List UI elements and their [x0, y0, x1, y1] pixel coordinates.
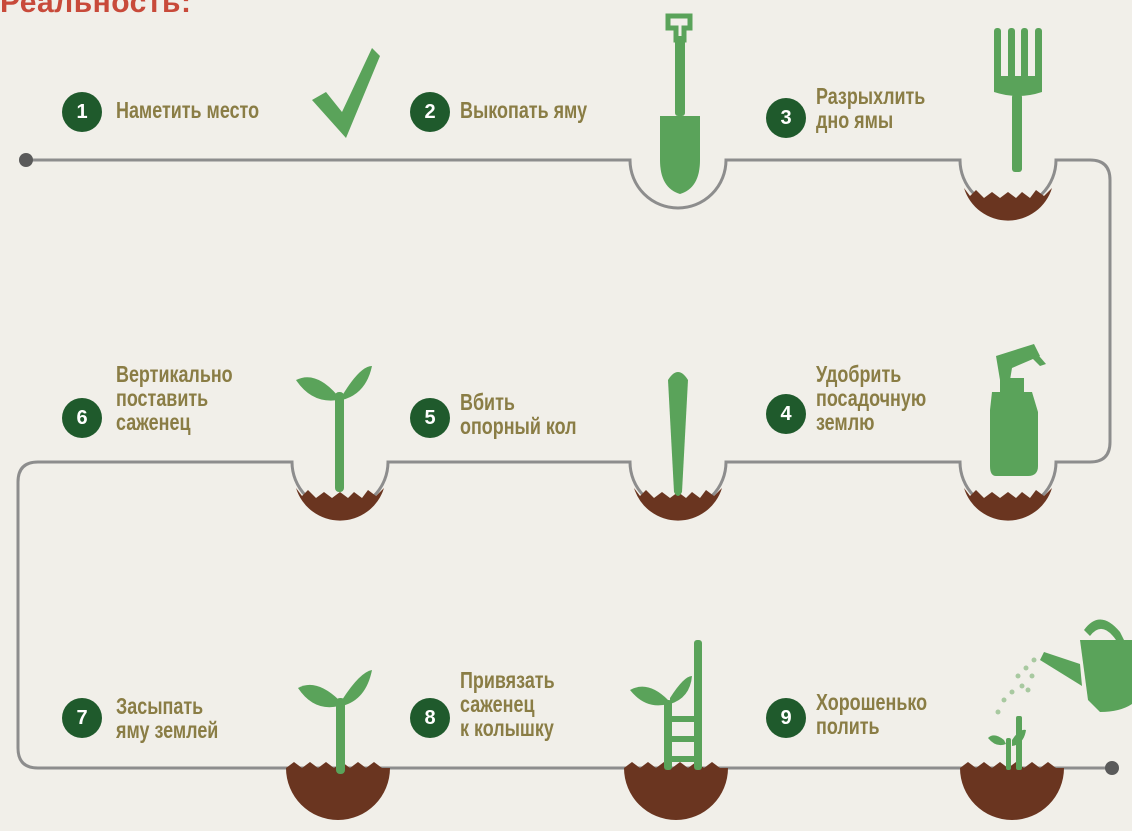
path-start-dot — [19, 153, 33, 167]
shovel-icon — [660, 16, 700, 194]
soil-4 — [964, 488, 1052, 521]
stake-icon — [668, 372, 688, 496]
step-1-label: Наметить место — [116, 98, 259, 122]
checkmark-icon — [312, 48, 380, 138]
step-9-number: 9 — [766, 698, 806, 738]
step-1-number: 1 — [62, 92, 102, 132]
spray-bottle-icon — [990, 344, 1046, 476]
watering-can-icon — [988, 619, 1132, 770]
step-2-label: Выкопать яму — [460, 98, 587, 122]
tied-seedling-icon — [630, 640, 702, 770]
path-end-dot — [1105, 761, 1119, 775]
soil-mounds — [286, 188, 1064, 820]
seedling-icon — [298, 670, 372, 774]
soil-3 — [964, 188, 1052, 221]
step-8-number: 8 — [410, 698, 450, 738]
step-6-number: 6 — [62, 398, 102, 438]
step-7-number: 7 — [62, 698, 102, 738]
pitchfork-icon — [994, 28, 1042, 172]
soil-8 — [624, 762, 728, 820]
step-5-number: 5 — [410, 398, 450, 438]
soil-9 — [960, 762, 1064, 820]
soil-6 — [296, 488, 384, 521]
process-path — [18, 160, 1112, 768]
seedling-icon — [296, 366, 372, 492]
step-2-number: 2 — [410, 92, 450, 132]
step-3-number: 3 — [766, 98, 806, 138]
step-4-number: 4 — [766, 394, 806, 434]
